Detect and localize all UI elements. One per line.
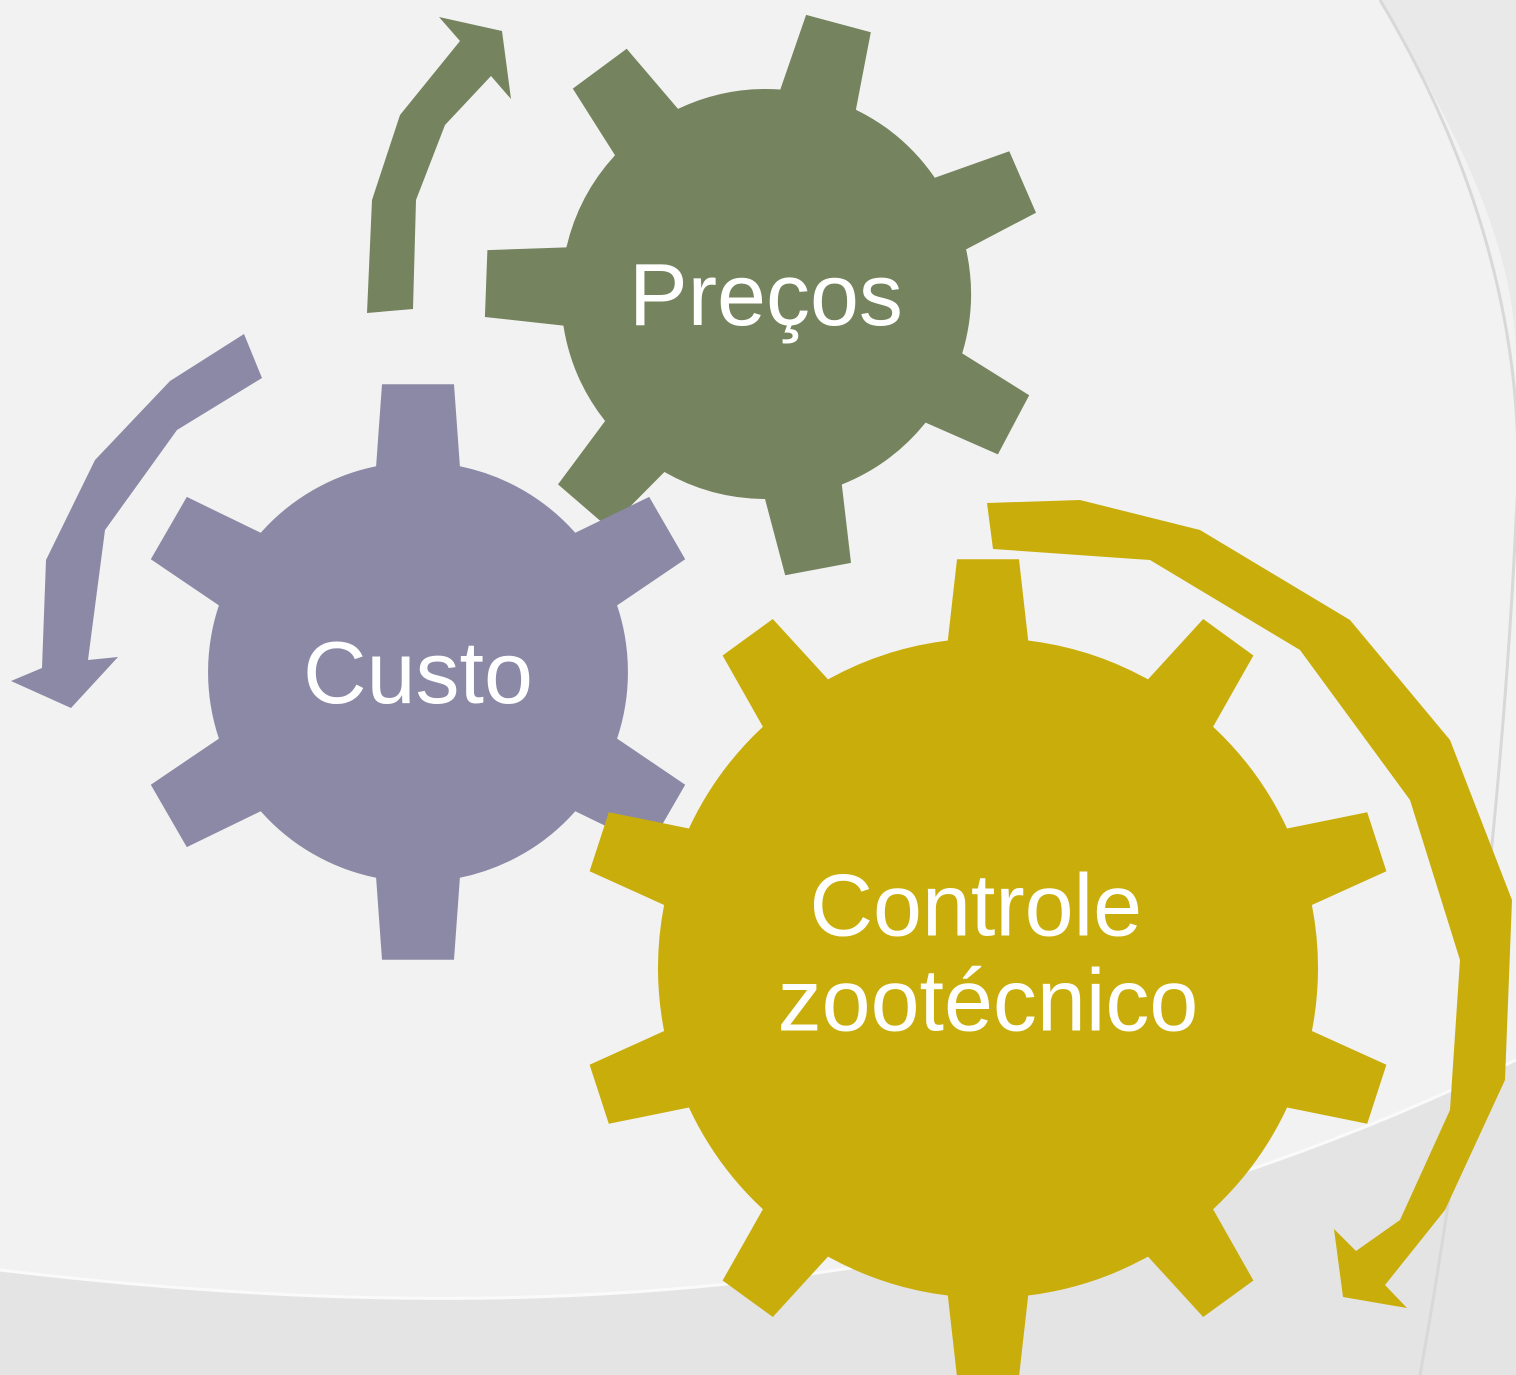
gear-custo-shape xyxy=(150,384,686,960)
gear-controle-shape xyxy=(589,559,1387,1375)
arrow-custo xyxy=(11,334,262,708)
gear-controle-label-line-1: Controle xyxy=(809,856,1142,955)
arrow-precos xyxy=(367,17,511,313)
gear-custo-label: Custo xyxy=(303,623,533,722)
gear-precos-label-line-1: Preços xyxy=(629,245,903,344)
gear-precos-shape xyxy=(484,14,1036,576)
background-corner-shade xyxy=(1380,0,1516,360)
gear-custo-label-line-1: Custo xyxy=(303,623,533,722)
background-lower-band xyxy=(0,1060,1516,1375)
gear-custo: Custo xyxy=(150,384,686,960)
arrow-controle xyxy=(987,500,1512,1308)
gear-controle: Controle zootécnico xyxy=(589,559,1387,1375)
gear-precos-label: Preços xyxy=(629,245,903,344)
gear-precos: Preços xyxy=(484,14,1036,576)
gear-controle-label: Controle zootécnico xyxy=(778,856,1199,1050)
gear-controle-label-line-2: zootécnico xyxy=(778,951,1199,1050)
cycle-arrows xyxy=(11,17,1512,1308)
